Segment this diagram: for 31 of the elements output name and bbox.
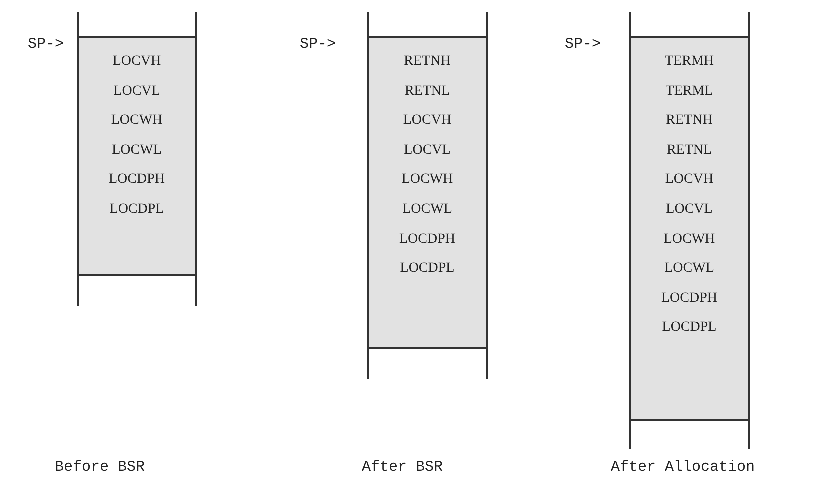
stack-entry: TERMH: [665, 53, 714, 71]
stack-pointer-label: SP->: [28, 36, 64, 53]
stack-entry: LOCWL: [402, 201, 452, 219]
stack-caption: After BSR: [362, 459, 444, 476]
stack-entry: LOCVL: [666, 201, 713, 219]
stack-entry: LOCDPL: [110, 201, 164, 219]
stack-pointer-label: SP->: [565, 36, 602, 53]
stack-entry: LOCDPH: [399, 230, 456, 249]
stack-entry: RETNH: [666, 112, 713, 130]
stack-entry: LOCWH: [111, 112, 163, 130]
stack-entry: LOCVL: [404, 142, 451, 160]
stack-entry: LOCVH: [403, 112, 452, 130]
stack-entry: LOCVH: [665, 171, 714, 190]
stack-entry: LOCWL: [112, 142, 162, 160]
stack-entry: LOCDPH: [661, 290, 718, 308]
stack-caption: Before BSR: [55, 459, 146, 476]
stack-entry: LOCWH: [402, 171, 454, 190]
stack-box: [77, 36, 197, 276]
stack-caption: After Allocation: [611, 459, 756, 476]
stack-entry: TERML: [666, 82, 714, 101]
stack-pointer-label: SP->: [300, 36, 336, 53]
stack-entry: LOCDPL: [662, 319, 717, 338]
stack-entry: LOCWL: [664, 260, 714, 278]
stack-entry: RETNL: [404, 82, 450, 101]
stack-entry: RETNH: [404, 53, 451, 71]
stack-entry: LOCVH: [112, 53, 162, 71]
stack-entry: LOCDPH: [108, 171, 165, 190]
stack-entry: LOCDPL: [400, 260, 455, 278]
stack-entry: LOCVL: [114, 82, 160, 101]
stack-entry: RETNL: [666, 142, 712, 160]
stack-entry: LOCWH: [664, 230, 716, 249]
